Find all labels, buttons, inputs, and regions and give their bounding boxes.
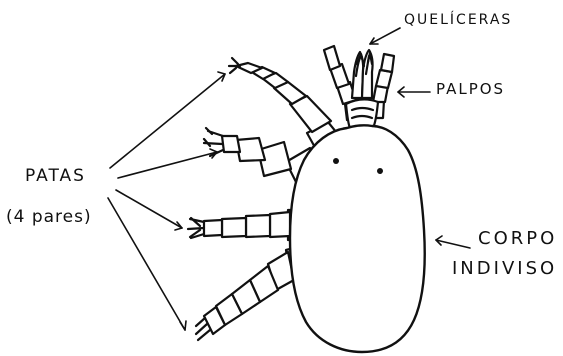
- eye-right: [377, 168, 383, 174]
- leg-3: [188, 210, 302, 240]
- indiviso-label: INDIVISO: [452, 258, 557, 279]
- leg-4: [196, 246, 306, 340]
- corpo-label: CORPO: [478, 228, 557, 249]
- queliceras-arrow: [370, 28, 400, 44]
- patas-label: PATAS: [25, 166, 86, 186]
- queliceras-label: QUELÍCERAS: [404, 12, 512, 28]
- chelicerae: [352, 50, 373, 98]
- body: [290, 125, 425, 352]
- patas-arrows: [108, 72, 225, 330]
- gnathosoma: [346, 99, 378, 128]
- eye-left: [333, 158, 339, 164]
- pares-label: (4 pares): [6, 207, 92, 227]
- palpos-label: PALPOS: [436, 80, 505, 98]
